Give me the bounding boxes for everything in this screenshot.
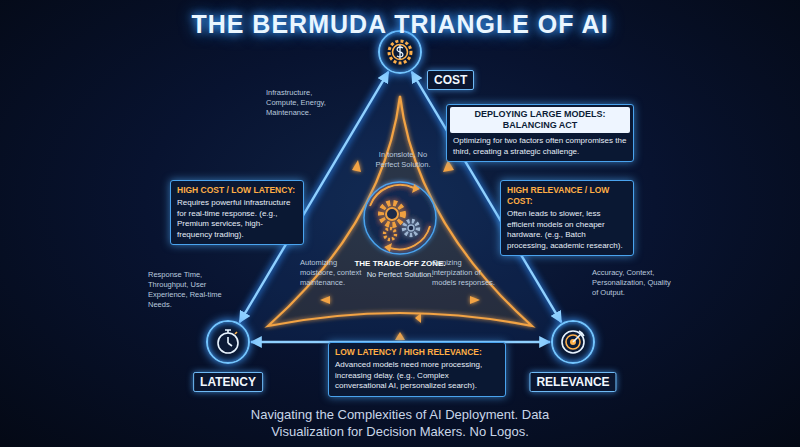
box-heading: HIGH RELEVANCE / LOW COST: [507,185,627,207]
tradeoff-box: HIGH RELEVANCE / LOW COST:Often leads to… [500,180,634,256]
annotation: Response Time, Throughput, User Experien… [148,270,228,310]
box-heading: HIGH COST / LOW LATENCY: [177,185,297,196]
target-icon [562,331,584,353]
relevance-node: RELEVANCE [551,320,595,364]
vertex-label: LATENCY [193,372,263,392]
diagram-caption: Navigating the Complexities of AI Deploy… [220,406,580,440]
tradeoff-box: LOW LATENCY / HIGH RELEVANCE: Advanced mo… [328,342,506,397]
cost-icon [389,41,411,63]
box-body: Advanced models need more processing, in… [335,360,499,392]
annotation: Infrastructure, Compute, Energy, Mainten… [266,88,346,118]
tradeoff-box: HIGH COST / LOW LATENCY: Requires powerfu… [170,180,304,245]
flow-arrows [320,160,480,340]
box-heading: LOW LATENCY / HIGH RELEVANCE: [335,347,499,358]
vertex-label: COST [427,70,474,90]
stopwatch-icon [218,330,238,353]
vertex-label: RELEVANCE [529,372,616,392]
annotation: Genizing interpization of models respons… [432,258,498,288]
center-gears [364,182,436,254]
annotation: In tonslote, No Perfect Solution. [372,150,434,170]
box-heading: DEPLOYING LARGE MODELS: BALANCING ACT [450,107,630,133]
box-body: Optimizing for two factors often comprom… [453,136,627,157]
latency-node: LATENCY [206,320,250,364]
diagram-title: THE BERMUDA TRIANGLE OF AI [0,10,800,39]
annotation: Accuracy, Context, Personalization, Qual… [592,268,674,298]
callout-box: DEPLOYING LARGE MODELS: BALANCING ACT Opt… [446,104,634,162]
annotation: Automizing moistoore, context maintenanc… [300,258,362,288]
box-body: Requires powerful infrastructure for rea… [177,198,297,240]
box-body: Often leads to slower, less efficient mo… [507,209,627,251]
